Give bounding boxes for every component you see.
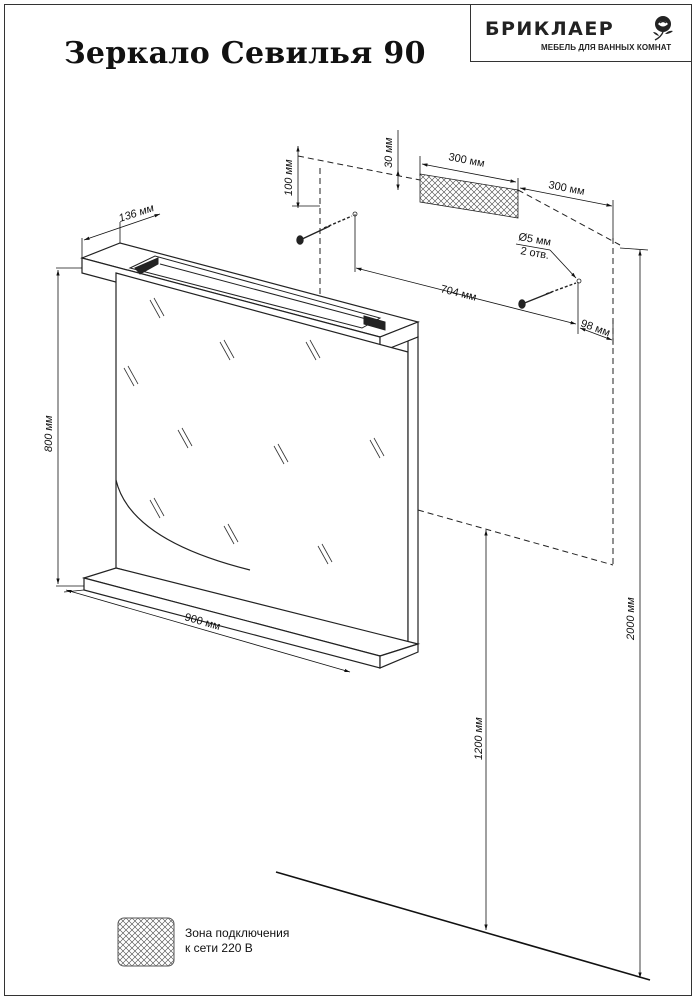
legend-text: Зона подключения к сети 220 В — [185, 926, 289, 956]
hole-count-label: 2 отв. — [519, 245, 550, 262]
hole-span-label: 704 мм — [439, 283, 477, 303]
glass-reflections — [123, 297, 385, 565]
wall-outline — [297, 155, 621, 566]
page-title: Зеркало Севилья 90 — [64, 36, 426, 71]
socket-offset-v-label: 30 мм — [383, 137, 395, 168]
hole-offset-v-label: 100 мм — [283, 159, 295, 196]
brand-subtitle: МЕБЕЛЬ ДЛЯ ВАННЫХ КОМНАТ — [541, 43, 672, 52]
depth-dim-label: 136 мм — [117, 202, 156, 225]
total-height-label: 2000 мм — [625, 597, 637, 641]
socket-offset-h-label: 300 мм — [547, 179, 585, 198]
drawing-frame — [4, 4, 692, 996]
socket-zone — [419, 173, 519, 219]
brand-logo: БРИКЛАЕР МЕБЕЛЬ ДЛЯ ВАННЫХ КОМНАТ — [470, 4, 692, 62]
socket-width-label: 300 мм — [447, 151, 485, 170]
screw-left — [296, 211, 358, 245]
legend-swatch — [117, 917, 175, 967]
height-dim-label: 800 мм — [43, 415, 55, 452]
brand-name: БРИКЛАЕР — [485, 18, 615, 40]
dimension-lines — [56, 130, 649, 978]
floor-line — [275, 871, 651, 981]
rose-icon — [653, 16, 673, 41]
install-height-label: 1200 мм — [473, 717, 485, 760]
screw-right — [518, 278, 582, 309]
legend-line-1: Зона подключения — [185, 926, 290, 940]
hole-diameter-label: Ø5 мм — [517, 231, 551, 249]
mirror-body — [80, 242, 421, 669]
hole-edge-label: 98 мм — [579, 318, 612, 340]
legend-line-2: к сети 220 В — [185, 941, 253, 955]
